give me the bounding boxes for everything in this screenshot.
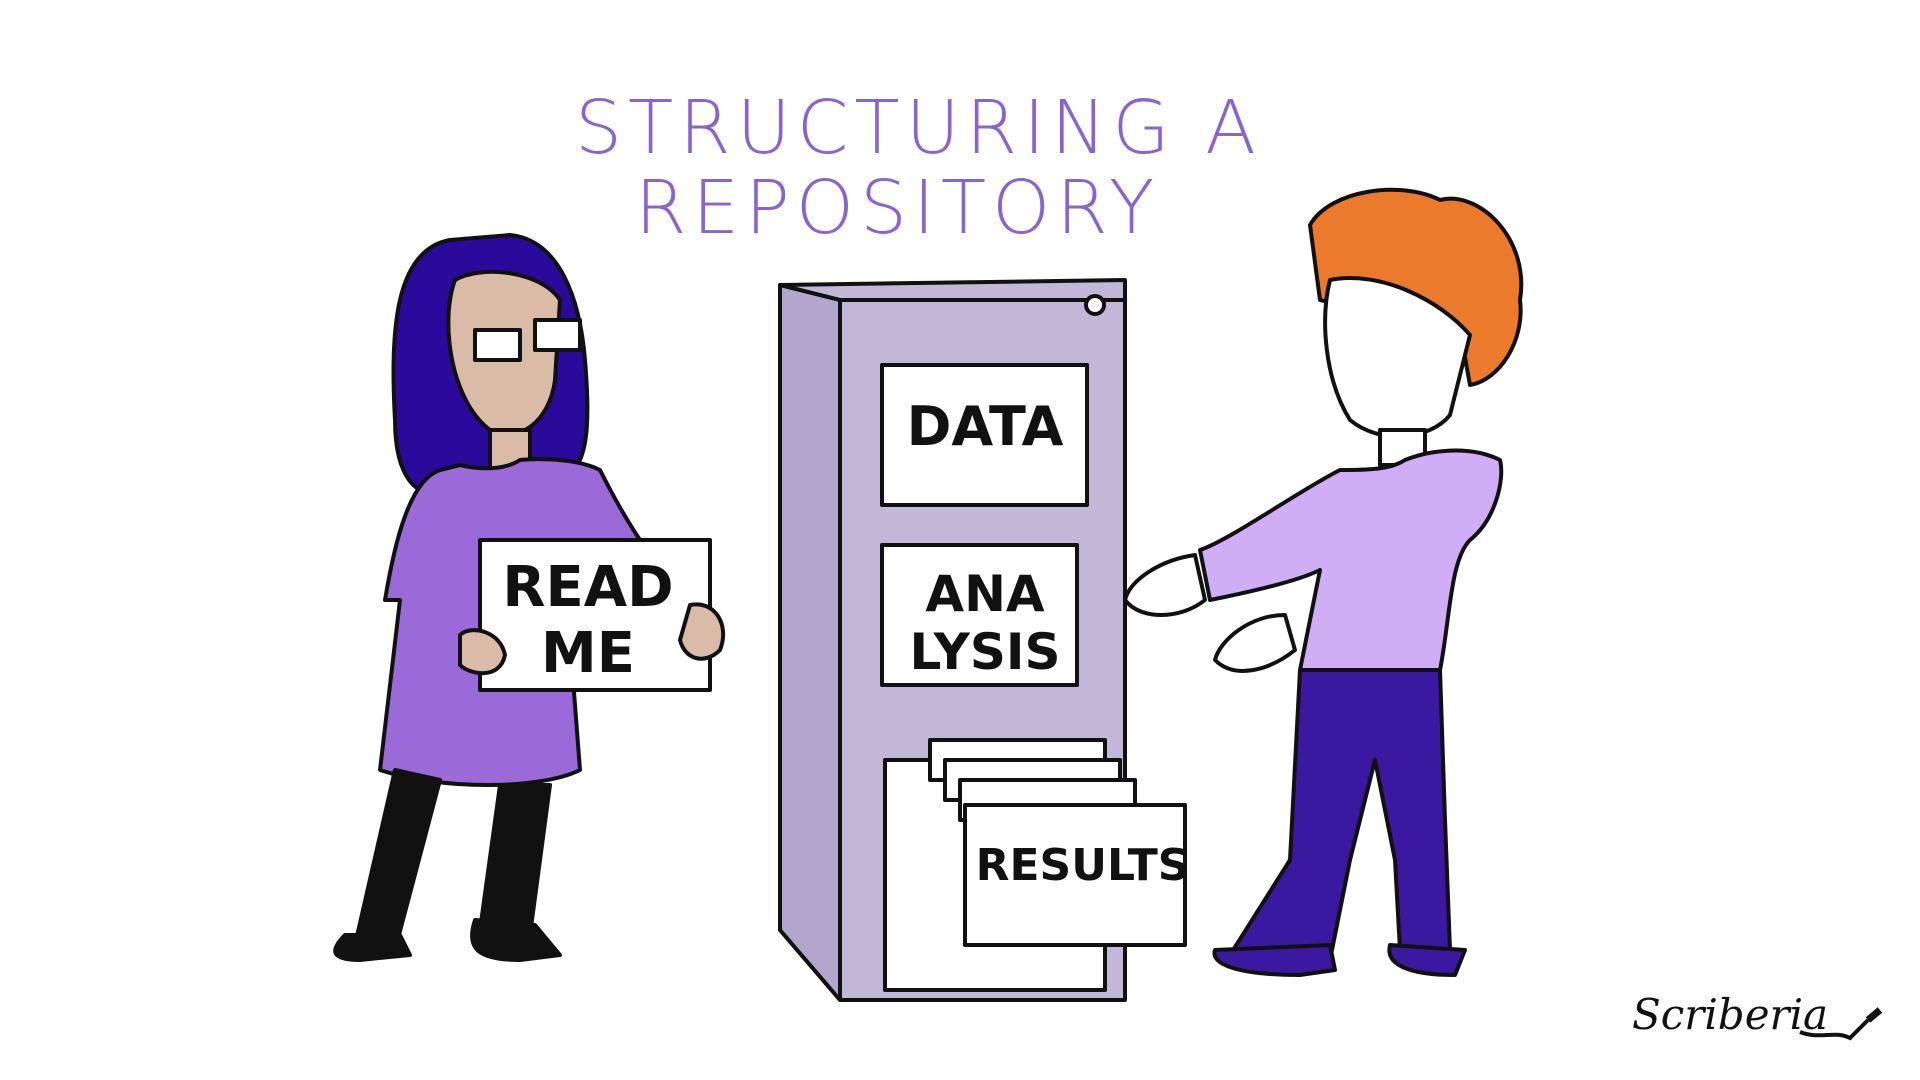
drawer-data-label-card	[880, 363, 1089, 507]
drawer-label-analysis-line-2: LYSIS	[909, 623, 1061, 681]
page-title-line-1: STRUCTURING A	[575, 85, 1262, 171]
woman-leg-right	[478, 783, 552, 937]
man-sweater	[1198, 448, 1504, 672]
woman-hand-right	[678, 602, 726, 661]
cabinet-lock	[1084, 294, 1106, 316]
cabinet-side	[778, 283, 842, 1002]
page-title-line-2: REPOSITORY	[635, 165, 1161, 251]
readme-sign-line-1: READ	[502, 555, 674, 620]
woman-hand-left	[458, 628, 507, 676]
man-shoe-right	[1387, 943, 1467, 977]
woman-shoe-right	[470, 918, 562, 962]
readme-sign-line-2: ME	[541, 621, 635, 686]
drawer-label-data: DATA	[906, 395, 1064, 458]
drawer-label-results: RESULTS	[975, 840, 1190, 891]
man-pants	[1228, 668, 1452, 962]
woman-figure	[333, 233, 726, 962]
glasses-right-lens	[533, 318, 582, 352]
signature-pen-icon	[1799, 1007, 1883, 1041]
readme-sign-card	[478, 538, 712, 692]
drawer-label-analysis: ANA LYSIS	[880, 565, 1090, 681]
drawer-label-analysis-line-1: ANA	[925, 565, 1045, 623]
man-shoe-left	[1212, 943, 1337, 977]
man-hand-left	[1123, 553, 1207, 617]
woman-leg-left	[353, 768, 442, 952]
drawer-results-label-card	[963, 803, 1187, 947]
drawer-analysis-label-card	[880, 543, 1079, 687]
man-figure	[1123, 187, 1524, 977]
woman-shoe-left	[333, 933, 412, 962]
glasses-left-lens	[473, 328, 522, 362]
artist-signature: Scriberia	[1632, 990, 1829, 1039]
man-hand-right	[1213, 613, 1297, 673]
readme-sign-text: READ ME	[478, 555, 698, 687]
filing-cabinet	[778, 278, 1187, 1002]
